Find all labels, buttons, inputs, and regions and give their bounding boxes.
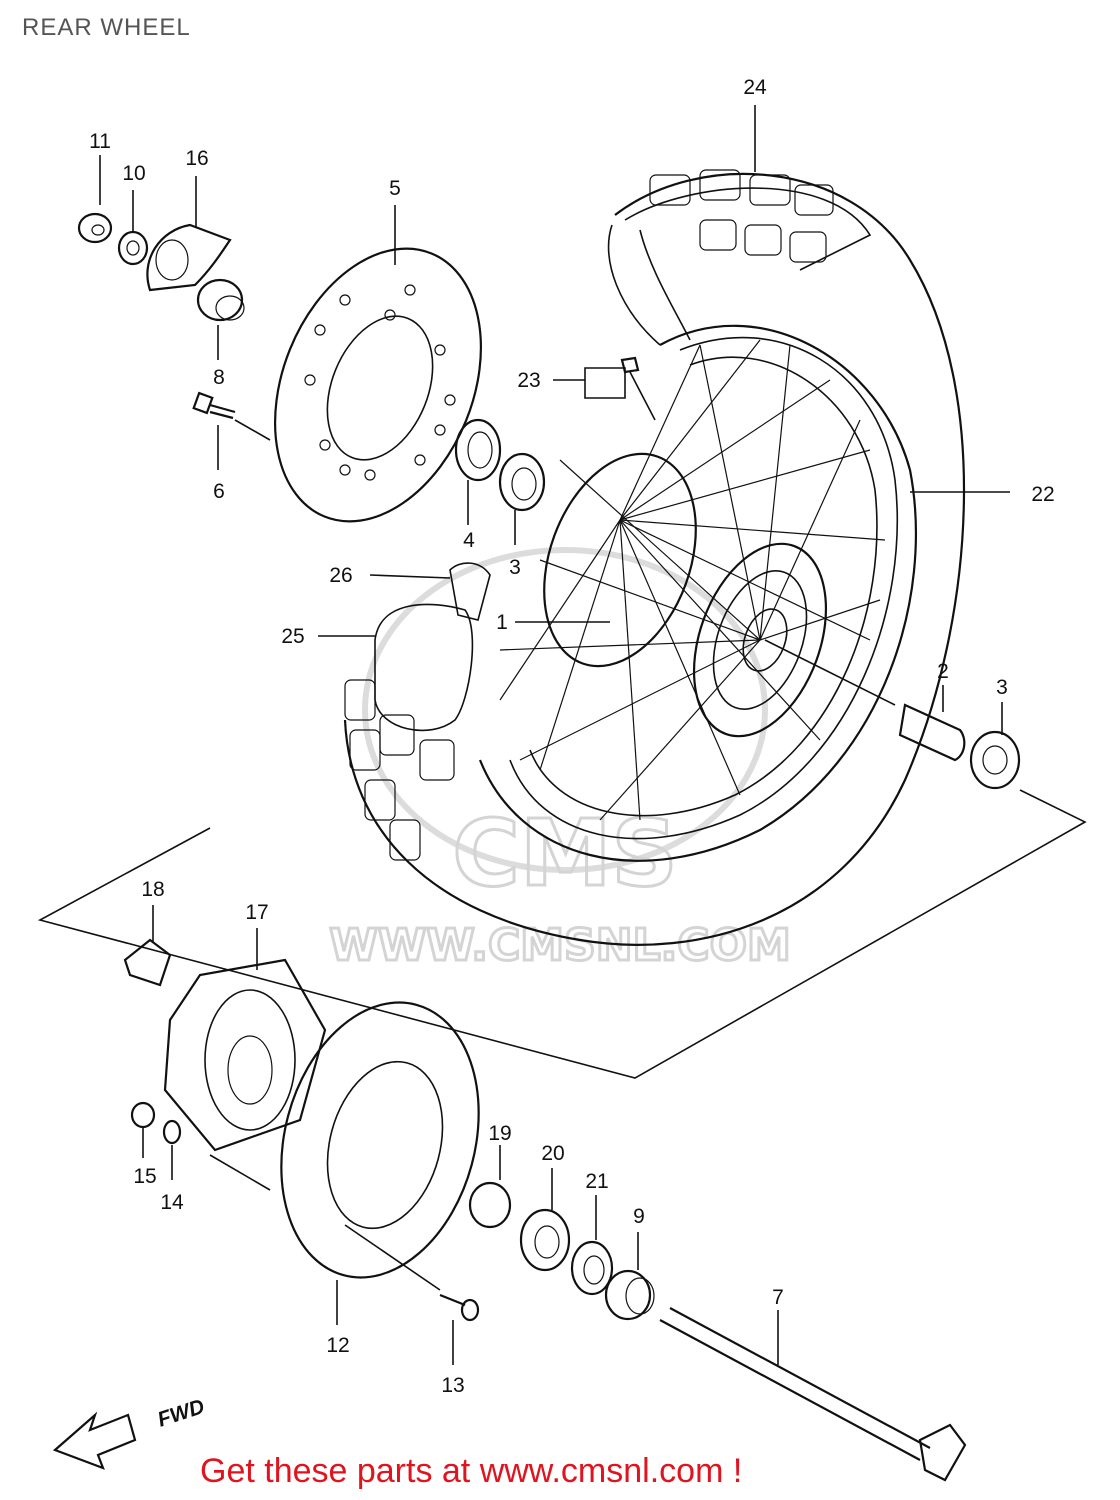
washer-14: [162, 1119, 182, 1145]
watermark-url-text: WWW.CMSNL.COM: [329, 920, 791, 971]
bearing-3-right: [969, 730, 1021, 790]
callout-9: 9: [633, 1205, 645, 1228]
oil-seal-4: [454, 418, 502, 482]
callout-14: 14: [160, 1191, 184, 1214]
callout-8: 8: [213, 366, 225, 389]
callout-25: 25: [281, 625, 304, 648]
axle-7: [659, 1307, 967, 1482]
callout-24: 24: [743, 76, 767, 99]
callout-2: 2: [937, 660, 949, 683]
bolt-6: [192, 391, 236, 420]
callout-6: 6: [213, 480, 225, 503]
callout-3-right: 3: [996, 676, 1008, 699]
nut-11: [77, 212, 113, 244]
assembly-plane-outline: [37, 789, 1087, 1079]
washer-10: [117, 230, 149, 266]
callout-16: 16: [185, 147, 208, 170]
callout-5: 5: [389, 177, 401, 200]
rear-sprocket-12: [280, 1001, 480, 1279]
brake-disc: [274, 247, 482, 523]
bolt-13: [439, 1293, 480, 1322]
spokes: [499, 339, 886, 821]
callout-15: 15: [133, 1165, 156, 1188]
sprocket-carrier-17: [163, 958, 327, 1152]
inner-tube: [374, 562, 491, 732]
callout-20: 20: [541, 1142, 564, 1165]
callout-23: 23: [517, 369, 540, 392]
wheel-hub: [543, 452, 896, 738]
spacer-2: [898, 703, 966, 762]
damper-18: [123, 938, 172, 987]
valve-cap-23: [620, 356, 656, 421]
watermark-logo-text: CMS: [452, 800, 677, 907]
nut-15: [130, 1101, 156, 1129]
fwd-arrow-icon: FWD: [52, 1395, 208, 1470]
bearing-20: [519, 1208, 571, 1272]
callout-22: 22: [1031, 483, 1054, 506]
callout-19: 19: [488, 1122, 511, 1145]
callout-1: 1: [496, 611, 508, 634]
footer-link-text[interactable]: Get these parts at www.cmsnl.com !: [200, 1452, 743, 1490]
leader-lines: [99, 105, 1010, 1365]
collar-8: [196, 278, 245, 322]
callout-13: 13: [441, 1374, 464, 1397]
tire: [343, 169, 966, 946]
drive-sprocket-16: [146, 223, 232, 292]
callout-4: 4: [463, 529, 475, 552]
oil-seal-21: [570, 1240, 614, 1296]
callout-18: 18: [141, 878, 164, 901]
spacer-9: [604, 1269, 655, 1321]
callout-11: 11: [89, 130, 111, 153]
callout-3-upper: 3: [509, 556, 521, 579]
callout-21: 21: [585, 1170, 608, 1193]
callout-17: 17: [245, 901, 268, 924]
rim: [509, 336, 899, 840]
callout-7: 7: [772, 1286, 784, 1309]
callout-26: 26: [329, 564, 352, 587]
fwd-label: FWD: [155, 1395, 208, 1432]
collar-19: [468, 1181, 512, 1229]
page-title: REAR WHEEL: [22, 14, 191, 41]
cms-watermark-logo: CMS WWW.CMSNL.COM: [328, 547, 792, 973]
callout-12: 12: [326, 1334, 349, 1357]
bearing-3-upper: [498, 452, 546, 512]
callout-10: 10: [122, 162, 145, 185]
